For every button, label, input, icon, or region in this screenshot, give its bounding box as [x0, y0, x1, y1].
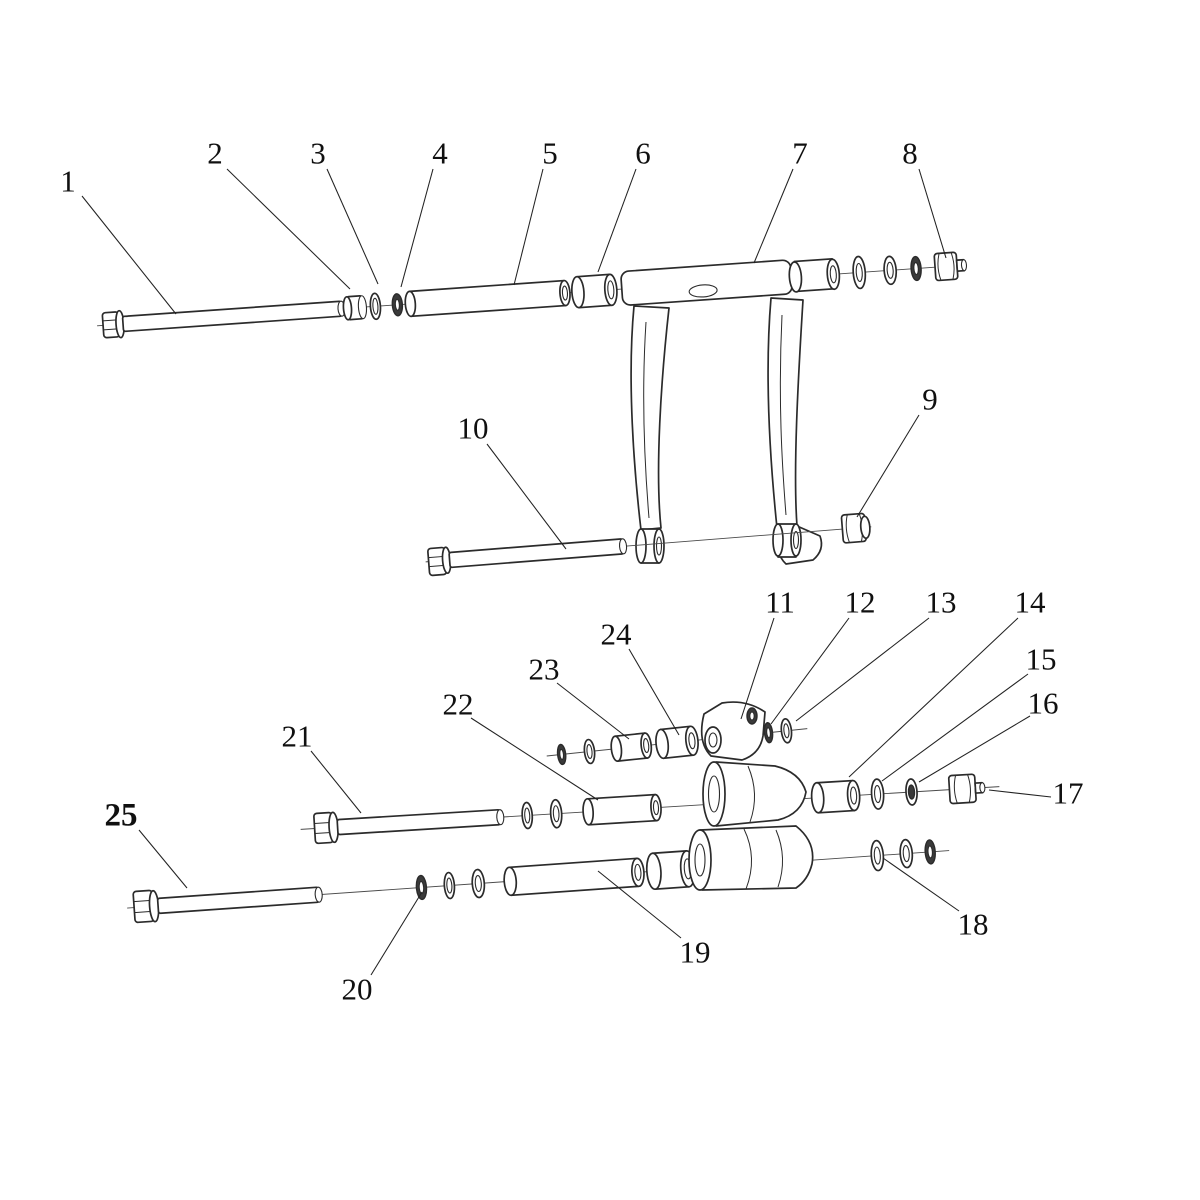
- part-yoke-11: [700, 701, 766, 761]
- leader-line-9: [856, 414, 920, 518]
- callout-2: 2: [207, 135, 223, 171]
- part-washers-23-left: [556, 738, 596, 766]
- part-washers-21: [521, 798, 563, 830]
- leader-line-14: [848, 617, 1019, 778]
- axis-bolt-10: [425, 512, 872, 577]
- leader-line-12: [770, 617, 850, 725]
- callout-21: 21: [281, 718, 313, 754]
- callout-15: 15: [1025, 641, 1057, 677]
- leader-line-24: [628, 648, 680, 736]
- leader-line-22: [470, 717, 599, 801]
- callout-13: 13: [925, 584, 957, 620]
- callout-11: 11: [765, 584, 795, 620]
- callout-4: 4: [432, 135, 448, 171]
- leader-line-3: [326, 168, 379, 285]
- part-washer-16: [905, 778, 918, 806]
- callout-19: 19: [679, 934, 711, 970]
- leader-line-25: [138, 829, 188, 889]
- part-bushing-24: [655, 725, 699, 760]
- part-bracket-body: [688, 761, 814, 891]
- leader-line-6: [597, 168, 637, 273]
- part-spacer-tube-5: [404, 279, 571, 318]
- callout-6: 6: [635, 135, 651, 171]
- part-washer-3: [369, 292, 382, 321]
- leader-line-19: [597, 870, 682, 939]
- callout-12: 12: [844, 584, 876, 620]
- callout-25: 25: [104, 797, 138, 834]
- part-nut-8: [933, 251, 968, 282]
- leader-line-11: [740, 617, 775, 720]
- callout-17: 17: [1052, 775, 1084, 811]
- part-washers-18: [870, 838, 936, 872]
- part-nut-17: [947, 773, 986, 805]
- part-nut-2: [342, 295, 368, 321]
- part-spacer-tube-19: [503, 857, 645, 897]
- callout-5: 5: [542, 135, 558, 171]
- callout-8: 8: [902, 135, 918, 171]
- callout-20: 20: [341, 971, 373, 1007]
- part-seal-4: [391, 293, 404, 317]
- part-bushing-6: [570, 273, 618, 309]
- axis-bottom-upper: [546, 718, 808, 766]
- part-washers-12-13: [763, 718, 793, 744]
- callout-22: 22: [442, 686, 474, 722]
- leader-line-17: [988, 789, 1052, 798]
- callout-10: 10: [457, 410, 489, 446]
- part-bearing-washers-top: [852, 255, 922, 290]
- leader-line-8: [918, 168, 947, 259]
- callout-7: 7: [792, 135, 808, 171]
- leader-lines: [81, 168, 1052, 976]
- part-bolt-10: [427, 538, 628, 577]
- leader-line-2: [226, 168, 351, 290]
- leader-line-15: [881, 673, 1029, 782]
- part-bushing-14: [810, 779, 861, 814]
- part-bolt-1: [101, 300, 346, 339]
- leader-line-16: [918, 715, 1031, 783]
- axis-top-assembly: [97, 251, 968, 339]
- leader-line-1: [81, 195, 177, 315]
- axis-bottom-lower: [127, 838, 950, 924]
- leader-line-4: [400, 168, 434, 288]
- callout-14: 14: [1014, 584, 1046, 620]
- leader-line-20: [370, 891, 423, 976]
- part-nut-9: [840, 512, 871, 544]
- callout-24: 24: [600, 616, 632, 652]
- leader-line-5: [513, 168, 544, 286]
- callout-23: 23: [528, 651, 560, 687]
- leader-line-7: [753, 168, 794, 264]
- part-washer-15: [870, 778, 885, 810]
- part-bolt-25: [132, 886, 323, 924]
- part-bushing-lower: [645, 850, 696, 891]
- callout-3: 3: [310, 135, 326, 171]
- leader-line-21: [310, 750, 362, 814]
- leader-line-13: [795, 617, 930, 722]
- part-bolt-21: [313, 808, 505, 845]
- part-washers-20: [415, 868, 486, 901]
- axis-bottom-middle: [300, 773, 1000, 845]
- part-bushing-23: [610, 732, 653, 762]
- part-bushing-22: [582, 793, 662, 826]
- callout-1: 1: [60, 163, 76, 199]
- part-linkage-tube-7: [620, 257, 841, 306]
- callout-9: 9: [922, 381, 938, 417]
- callout-16: 16: [1027, 685, 1059, 721]
- leader-line-18: [882, 857, 960, 912]
- part-linkage-arms-7: [630, 297, 823, 565]
- leader-line-23: [556, 682, 630, 740]
- leader-line-10: [486, 443, 567, 550]
- callout-18: 18: [957, 906, 989, 942]
